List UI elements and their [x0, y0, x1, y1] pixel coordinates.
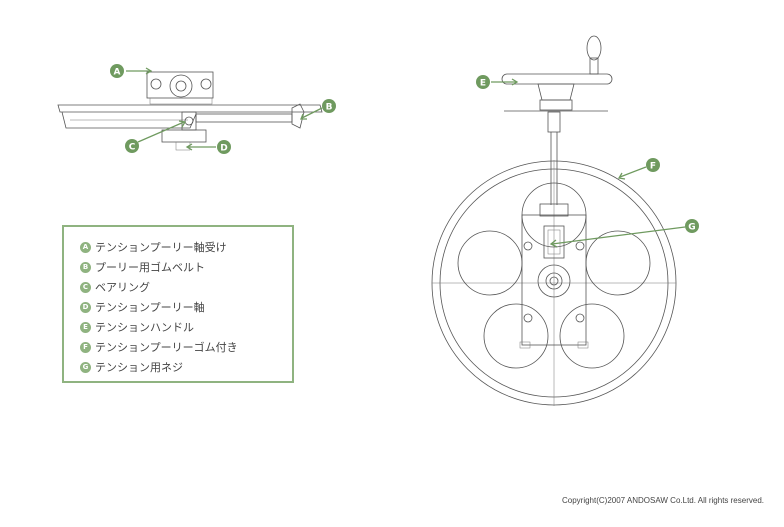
legend-label: テンションプーリーゴム付き [95, 341, 238, 354]
handle-grip [586, 35, 602, 61]
legend-item: F テンションプーリーゴム付き [80, 337, 292, 357]
shaft-bracket [161, 129, 207, 143]
block-base [149, 97, 213, 105]
legend-item: D テンションプーリー軸 [80, 297, 292, 317]
callout-c: C [125, 120, 187, 153]
callout-a-label: A [114, 68, 121, 78]
pulley-plate-top [57, 104, 323, 113]
legend-badge: E [80, 321, 91, 333]
hole-right [585, 230, 651, 296]
legend-item: B プーリー用ゴムベルト [80, 257, 292, 277]
frame-bolt-2 [575, 241, 585, 251]
bearing-block [146, 71, 214, 99]
side-view [57, 71, 323, 151]
bolt-right [200, 78, 212, 90]
hole-bottom-right [559, 303, 625, 369]
shaft-end [291, 103, 305, 129]
copyright-notice: Copyright(C)2007 ANDOSAW Co.Ltd. All rig… [561, 496, 764, 505]
frame-foot-left [519, 341, 531, 349]
bearing-ball [184, 116, 194, 126]
legend-item: A テンションプーリー軸受け [80, 237, 292, 257]
callout-e: E [476, 75, 519, 89]
frame-bolt-4 [575, 313, 585, 323]
legend-item: C ベアリング [80, 277, 292, 297]
legend-label: テンションハンドル [95, 321, 194, 334]
axle-hub-inner [549, 276, 559, 286]
callout-d: D [185, 140, 231, 154]
handle-hub [537, 83, 575, 101]
callout-f: F [617, 158, 660, 180]
callout-d-label: D [220, 144, 227, 154]
bearing-body [181, 111, 197, 131]
legend-label: テンション用ネジ [95, 361, 183, 374]
legend-item: E テンションハンドル [80, 317, 292, 337]
handle-collar [539, 99, 573, 111]
handle-grip-stem [589, 57, 599, 75]
parts-legend: A テンションプーリー軸受け B プーリー用ゴムベルト C ベアリング D テンションプ… [62, 225, 294, 383]
frame-bolt-3 [523, 313, 533, 323]
legend-list: A テンションプーリー軸受け B プーリー用ゴムベルト C ベアリング D テンションプ… [64, 227, 292, 377]
legend-badge: G [80, 361, 91, 373]
hole-bottom-left [483, 303, 549, 369]
legend-badge: F [80, 341, 91, 353]
callout-g-label: G [688, 223, 695, 233]
callout-f-label: F [650, 162, 656, 172]
handle-bar [501, 73, 613, 85]
legend-badge: B [80, 261, 91, 273]
frame-bolt-1 [523, 241, 533, 251]
frame-top-block [539, 203, 569, 217]
axle-hub-mid [545, 272, 563, 290]
shaft [195, 113, 293, 123]
bolt-left [150, 78, 162, 90]
front-view [431, 35, 677, 406]
callout-b-label: B [326, 103, 333, 113]
tension-screw [547, 229, 561, 255]
legend-badge: C [80, 281, 91, 293]
bearing-hub [169, 74, 193, 98]
hole-left [457, 230, 523, 296]
axle-hub-outer [537, 264, 571, 298]
legend-label: プーリー用ゴムベルト [95, 261, 205, 274]
legend-label: テンションプーリー軸 [95, 301, 205, 314]
legend-badge: A [80, 241, 91, 253]
shaft-nut [175, 141, 191, 151]
callout-e-label: E [480, 79, 486, 89]
callout-c-label: C [129, 143, 136, 153]
legend-label: ベアリング [95, 281, 150, 294]
legend-badge: D [80, 301, 91, 313]
tension-frame [521, 214, 587, 346]
bearing-hub-inner [175, 80, 187, 92]
callout-a: A [110, 64, 153, 78]
frame-foot-right [577, 341, 589, 349]
legend-label: テンションプーリー軸受け [95, 241, 227, 254]
spindle-top [547, 111, 561, 133]
callout-b: B [300, 99, 336, 120]
legend-item: G テンション用ネジ [80, 357, 292, 377]
callout-g: G [549, 219, 699, 248]
